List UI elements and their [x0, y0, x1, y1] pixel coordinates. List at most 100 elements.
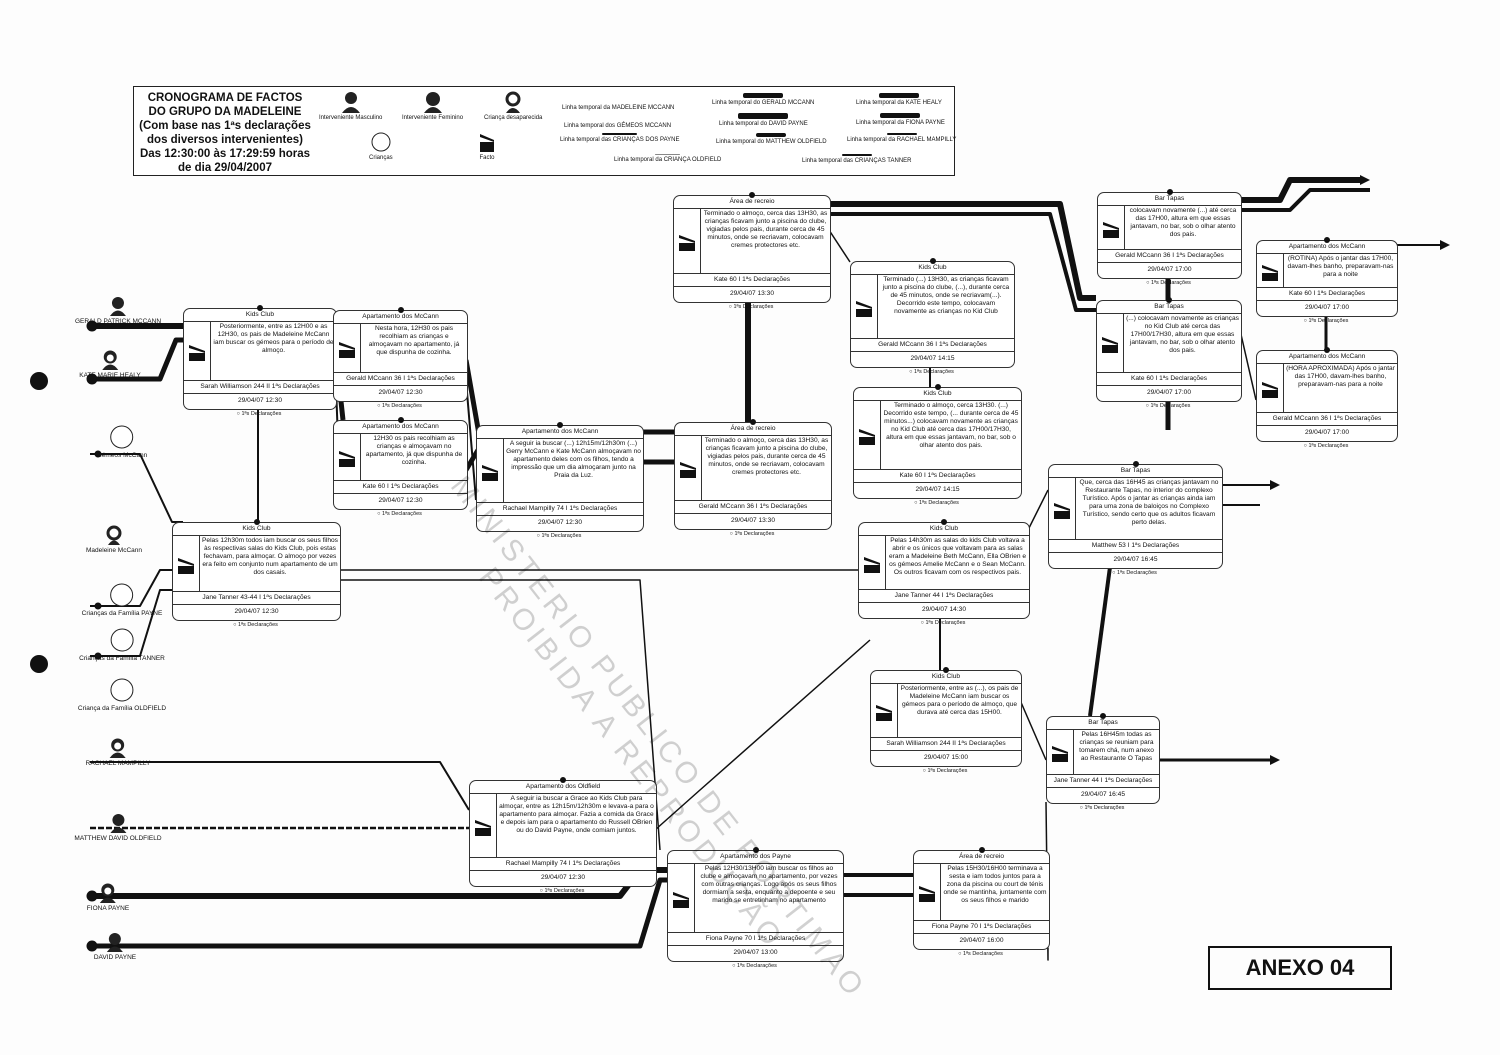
female-person-icon: [99, 883, 117, 905]
declaration-tag: ○ 1ªs Declarações: [732, 963, 777, 969]
fact-place: Kids Club: [851, 262, 1014, 275]
declaration-tag: ○ 1ªs Declarações: [1112, 570, 1157, 576]
fact-source: Kate 60 I 1ªs Declarações: [1257, 288, 1397, 301]
connector-dot: [1324, 237, 1330, 243]
fact-place: Kids Club: [854, 388, 1021, 401]
fact-body: (...) colocavam novamente as crianças no…: [1097, 314, 1241, 373]
legend-missing-child: Criança desaparecida: [484, 91, 542, 121]
fact-date: 29/04/07 16:00: [959, 937, 1004, 944]
connector-dot: [1132, 461, 1139, 467]
declaration-label: 1ªs Declarações: [913, 369, 954, 375]
fact-body: Terminado (...) 13H30, as crianças ficav…: [851, 275, 1014, 339]
fact-source: Kate 60 I 1ªs Declarações: [854, 470, 1021, 483]
title-line: de dia 29/04/2007: [178, 162, 272, 174]
timeline-gemeos: [90, 453, 183, 523]
participant-name: Crianças da Família PAYNE: [81, 610, 163, 617]
connector-dot: [253, 519, 260, 525]
fact-date: 29/04/07 17:00: [1305, 304, 1349, 311]
fact-text: Pelas 14h30m as salas do kids Club volta…: [888, 537, 1027, 576]
legend-timeline: Linha temporal do MATTHEW OLDFIELD: [716, 133, 827, 145]
clapperboard-icon: [1047, 730, 1074, 774]
fact-place: Bar Tapas: [1049, 465, 1222, 478]
fact-place: Área de recreio: [674, 196, 830, 209]
punch-hole: [30, 372, 48, 390]
legend-fact: Facto: [479, 131, 495, 161]
fact-text: Terminado o almoço, cerca das 13H30, as …: [703, 210, 828, 249]
declaration-tag: ○ 1ªs Declarações: [922, 768, 968, 774]
legend-label: Linha temporal do DAVID PAYNE: [719, 121, 808, 127]
legend-label: Linha temporal da FIONA PAYNE: [856, 120, 945, 126]
participant: MATTHEW DAVID OLDFIELD: [74, 813, 162, 842]
participant-name: MATTHEW DAVID OLDFIELD: [74, 835, 162, 842]
legend-label: Crianças: [369, 155, 393, 161]
fact-date: 29/04/07 12:30: [238, 397, 282, 404]
legend-female: Interveniente Feminino: [402, 91, 463, 121]
legend-timeline: Linha temporal da MADELEINE MCCANN: [562, 99, 674, 111]
fact-date: 29/04/07 13:30: [731, 517, 775, 524]
fact-source: Sarah Williamson 244 II 1ªs Declarações: [184, 381, 336, 394]
clapperboard-icon: [854, 401, 881, 469]
fact-text: Terminado o almoço, cerca das 13H30, as …: [704, 437, 829, 476]
participant: Criança da Família OLDFIELD: [78, 677, 166, 712]
fact-text: Pelas 12H30/13H00 iam buscar os filhos a…: [700, 865, 838, 904]
fact-date: 29/04/07 17:00: [1147, 389, 1191, 396]
fact-text: A seguir ia buscar (...) 12h15m/12h30m (…: [506, 440, 641, 479]
declaration-tag: ○ 1ªs Declarações: [728, 304, 774, 310]
connector-dot: [1166, 297, 1172, 303]
declaration-tag: ○ 1ªs Declarações: [1145, 403, 1191, 409]
declaration-label: 1ªs Declarações: [733, 304, 774, 310]
fact-body: Nesta hora, 12H30 os pais recolhiam as c…: [334, 324, 467, 373]
fact-source: Jane Tanner 44 I 1ªs Declarações: [1047, 775, 1159, 788]
declaration-tag: ○ 1ªs Declarações: [958, 951, 1003, 957]
clapperboard-icon: [675, 436, 702, 500]
fact-source: Rachael Mampilly 74 I 1ªs Declarações: [470, 858, 656, 871]
fact-source: Gerald MCcann 36 I 1ªs Declarações: [1098, 250, 1241, 263]
male-person-icon: [341, 92, 360, 113]
fact-date: 29/04/07 17:00: [1305, 429, 1349, 436]
fact-box[interactable]: Apartamento dos McCann(ROTINA) Após o ja…: [1256, 237, 1398, 317]
male-person-icon: [106, 933, 124, 954]
declaration-label: 1ªs Declarações: [241, 411, 282, 417]
fact-source: Gerald MCcann 36 I 1ªs Declarações: [675, 501, 831, 514]
fact-box[interactable]: Bar Tapas(...) colocavam novamente as cr…: [1096, 297, 1242, 402]
fact-body: Terminado o almoço, cerca 13H30. (...) D…: [854, 401, 1021, 470]
fact-date: 29/04/07 17:00: [1147, 266, 1192, 273]
participant-name: GERALD PATRICK MCCANN: [74, 318, 162, 325]
declaration-label: 1ªs Declarações: [918, 500, 959, 506]
connector-dot: [941, 519, 947, 525]
fact-text: Pelas 15H30/16H00 terminava a sesta e ia…: [943, 865, 1047, 904]
timeline-kate: [92, 337, 183, 382]
participant-name: DAVID PAYNE: [93, 954, 137, 961]
male-person-icon: [109, 297, 127, 318]
legend-label: Interveniente Feminino: [402, 115, 464, 121]
declaration-label: 1ªs Declarações: [1150, 403, 1191, 409]
participant-name: FIONA PAYNE: [86, 905, 130, 912]
fact-place: Área de recreio: [675, 423, 831, 436]
fact-box[interactable]: Apartamento dos McCann(HORA APROXIMADA) …: [1256, 347, 1398, 442]
fact-body: A seguir ia buscar (...) 12h15m/12h30m (…: [477, 439, 643, 503]
participant: Madeleine McCann: [86, 525, 142, 554]
diagram-title: CRONOGRAMA DE FACTOS DO GRUPO DA MADELEI…: [136, 91, 314, 175]
female-person-icon: [101, 350, 119, 372]
children-circle-icon: [371, 132, 391, 152]
fact-place: Área de recreio: [914, 851, 1049, 864]
clapperboard-icon: [871, 684, 898, 737]
fact-source: Kate 60 I 1ªs Declarações: [334, 481, 467, 494]
